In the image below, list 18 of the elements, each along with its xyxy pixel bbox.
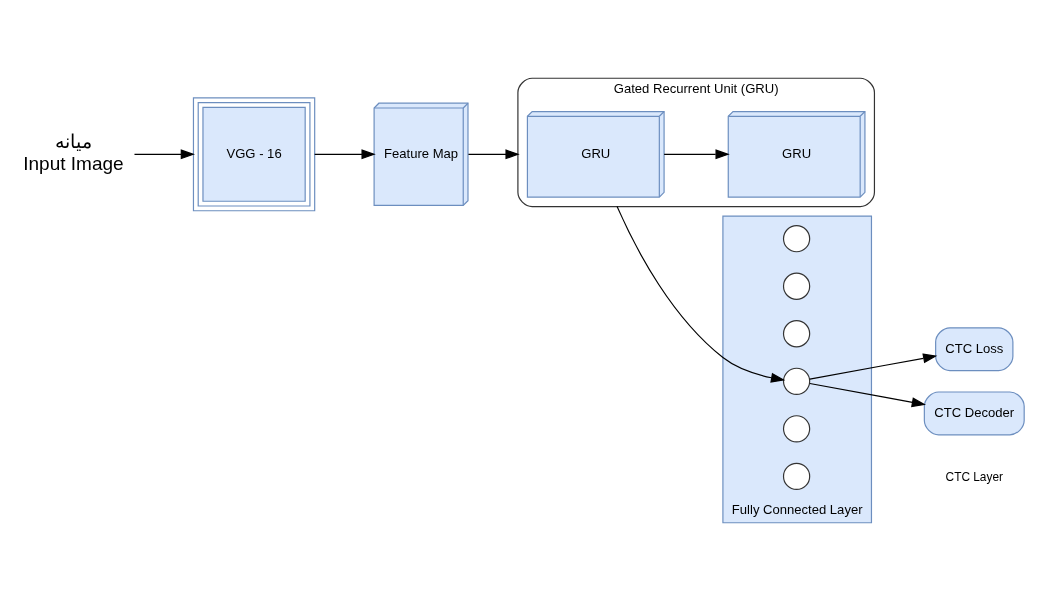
- arrow: [133, 148, 195, 159]
- node-circle: [782, 414, 811, 442]
- node-box: VGG - 16: [192, 96, 316, 211]
- node-box: CTC Loss: [935, 326, 1014, 371]
- node-circle: [782, 367, 811, 395]
- cluster: Fully Connected Layer: [722, 215, 873, 523]
- arrow: [616, 205, 786, 383]
- node-box: CTC Decoder: [923, 390, 1025, 435]
- node-circle: [782, 272, 811, 300]
- arrow: [809, 382, 926, 407]
- node-circle: [782, 319, 811, 347]
- arrow: [663, 148, 730, 159]
- node-circle: [782, 462, 811, 490]
- label: CTC Layer: [945, 469, 1003, 484]
- arrow: [467, 148, 520, 159]
- arrow: [314, 148, 376, 159]
- node-circle: [782, 224, 811, 252]
- arrow: [809, 352, 938, 380]
